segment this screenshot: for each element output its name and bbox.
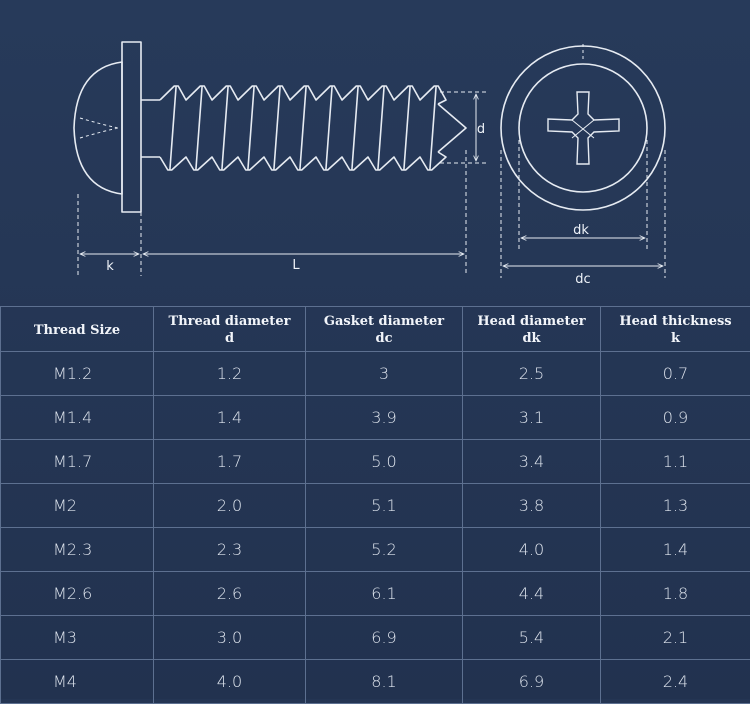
table-cell: 4.0 bbox=[463, 528, 601, 572]
screw-diagram: k L d dk dc bbox=[0, 0, 750, 306]
screw-tip bbox=[438, 104, 466, 152]
table-cell: 5.1 bbox=[306, 484, 463, 528]
cell-thread-size: M3 bbox=[1, 616, 154, 660]
table-cell: 4.0 bbox=[154, 660, 306, 704]
table-cell: 4.4 bbox=[463, 572, 601, 616]
head-outline bbox=[519, 64, 647, 192]
table-cell: 3.9 bbox=[306, 396, 463, 440]
table-cell: 0.7 bbox=[601, 352, 750, 396]
table-cell: 1.7 bbox=[154, 440, 306, 484]
label-dc: dc bbox=[575, 272, 590, 287]
table-cell: 2.4 bbox=[601, 660, 750, 704]
table-cell: 5.4 bbox=[463, 616, 601, 660]
table-cell: 2.0 bbox=[154, 484, 306, 528]
cell-thread-size: M1.4 bbox=[1, 396, 154, 440]
table-cell: 3.4 bbox=[463, 440, 601, 484]
table-cell: 2.5 bbox=[463, 352, 601, 396]
table-cell: 3.1 bbox=[463, 396, 601, 440]
table-cell: 3 bbox=[306, 352, 463, 396]
cell-thread-size: M4 bbox=[1, 660, 154, 704]
label-k: k bbox=[106, 259, 114, 274]
table-cell: 5.0 bbox=[306, 440, 463, 484]
cell-thread-size: M1.7 bbox=[1, 440, 154, 484]
table-cell: 2.3 bbox=[154, 528, 306, 572]
table-cell: 1.8 bbox=[601, 572, 750, 616]
table-cell: 1.2 bbox=[154, 352, 306, 396]
table-cell: 1.4 bbox=[601, 528, 750, 572]
screw-front-view bbox=[501, 46, 665, 210]
table-cell: 2.6 bbox=[154, 572, 306, 616]
table-cell: 1.1 bbox=[601, 440, 750, 484]
table-cell: 6.1 bbox=[306, 572, 463, 616]
table-cell: 1.4 bbox=[154, 396, 306, 440]
screw-drawing: k L d dk dc bbox=[0, 0, 750, 306]
table-cell: 2.1 bbox=[601, 616, 750, 660]
screw-washer bbox=[122, 42, 141, 212]
table-cell: 6.9 bbox=[463, 660, 601, 704]
cell-thread-size: M2.6 bbox=[1, 572, 154, 616]
screw-thread bbox=[160, 86, 446, 170]
header-thread-size: Thread Size bbox=[1, 307, 154, 352]
washer-outline bbox=[501, 46, 665, 210]
table-cell: 3.0 bbox=[154, 616, 306, 660]
screw-head bbox=[74, 62, 122, 194]
cell-thread-size: M2.3 bbox=[1, 528, 154, 572]
label-dk: dk bbox=[573, 223, 589, 238]
label-d: d bbox=[477, 122, 485, 137]
cell-thread-size: M1.2 bbox=[1, 352, 154, 396]
table-cell: 8.1 bbox=[306, 660, 463, 704]
cell-thread-size: M2 bbox=[1, 484, 154, 528]
label-L: L bbox=[292, 258, 300, 273]
table-cell: 5.2 bbox=[306, 528, 463, 572]
table-cell: 1.3 bbox=[601, 484, 750, 528]
table-cell: 0.9 bbox=[601, 396, 750, 440]
table-cell: 6.9 bbox=[306, 616, 463, 660]
table-cell: 3.8 bbox=[463, 484, 601, 528]
